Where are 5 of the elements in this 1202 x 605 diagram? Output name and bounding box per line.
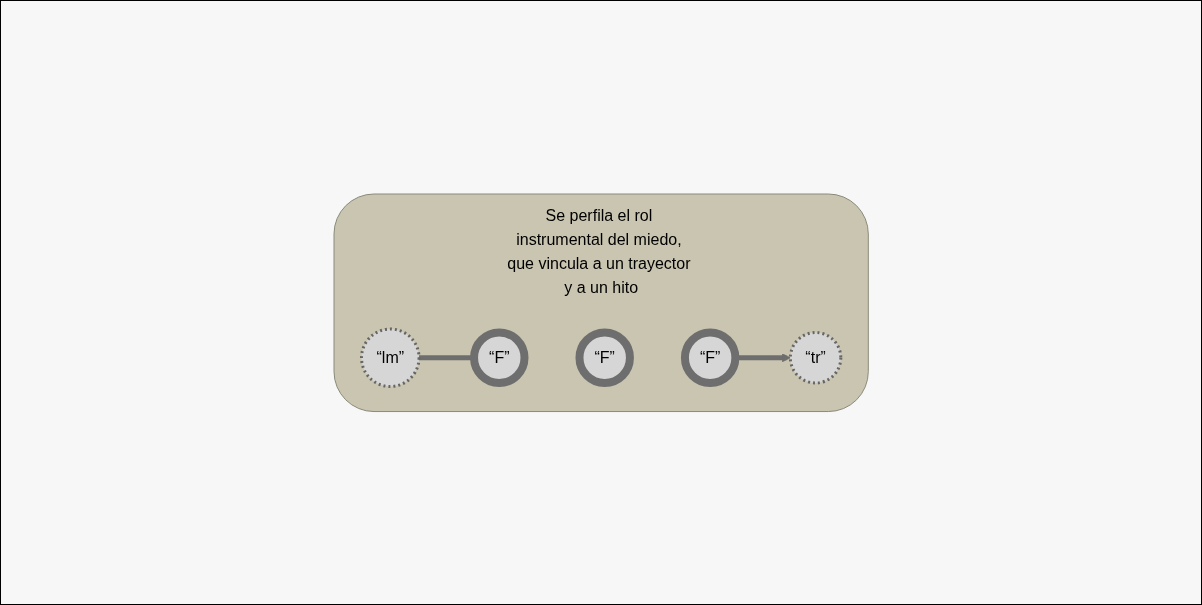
- node-circle: “F”: [575, 328, 634, 387]
- node-circle: “F”: [680, 328, 740, 387]
- node-circle: “lm”: [359, 327, 421, 388]
- node-circle: “tr”: [788, 330, 843, 385]
- node-circle: “F”: [469, 328, 529, 387]
